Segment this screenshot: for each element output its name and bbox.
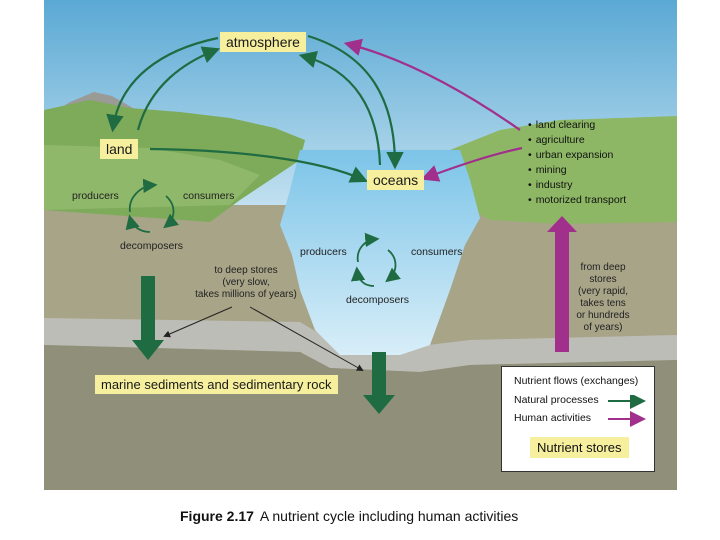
land-cycle-arrow-1 [128,178,158,213]
ocean [280,150,480,355]
legend-arrow-swatches [608,395,646,427]
land-cycle-arrow-3 [125,214,151,233]
deep-stores-rapid-note: from deep stores (very rapid, takes tens… [570,262,636,334]
deep-store-pointer-right [249,306,364,371]
arrow-oceans-to-atmosphere [298,50,382,166]
legend: Nutrient flows (exchanges) Natural proce… [501,366,655,472]
land-cycle-arrow-2 [163,195,179,229]
deep-stores-rapid-line-5: or hundreds [576,310,630,321]
ocean-consumers-label: consumers [411,246,463,258]
legend-title: Nutrient flows (exchanges) [514,375,639,387]
human-activity-item: agriculture [528,133,626,148]
land-producers-label: producers [72,190,119,202]
ocean-cycle-arrow-3 [350,266,375,287]
store-oceans: oceans [367,170,425,190]
deep-stores-slow-line-1: to deep stores [214,265,278,276]
arrow-land-to-atmosphere [136,46,221,131]
land-decomposers-label: decomposers [120,240,184,252]
human-activity-item: urban expansion [528,148,626,163]
arrow-human-to-oceans [420,146,523,182]
human-activities-list: land clearing agriculture urban expansio… [528,118,626,208]
deep-stores-slow-line-3: takes millions of years) [195,289,297,300]
legend-natural-label: Natural processes [514,394,599,406]
human-activity-item: land clearing [528,118,626,133]
deep-to-surface-arrow [547,216,577,352]
ocean-decomposers-label: decomposers [346,294,410,306]
ocean-producers-label: producers [300,246,347,258]
left-hill-front [44,145,260,210]
ocean-cycle-arrow-2 [385,249,401,283]
deep-stores-rapid-line-4: takes tens [580,298,626,309]
deep-stores-rapid-line-2: stores [589,274,617,285]
figure-title: A nutrient cycle including human activit… [259,508,519,524]
deep-store-pointer-left [163,306,233,338]
store-land: land [100,139,139,159]
legend-human-label: Human activities [514,412,592,424]
land-to-sediment-arrow [132,276,164,360]
deep-stores-rapid-line-6: of years) [583,322,623,333]
deep-stores-rapid-line-1: from deep [580,262,626,273]
ocean-to-sediment-arrow [363,352,395,414]
arrow-land-to-oceans [149,147,369,183]
store-sediments: marine sediments and sedimentary rock [95,375,338,394]
human-activity-item: mining [528,163,626,178]
arrow-atmosphere-to-land [106,36,219,133]
deep-stores-slow-note: to deep stores (very slow, takes million… [186,265,306,301]
human-activity-item: industry [528,178,626,193]
figure-caption: Figure 2.17 A nutrient cycle including hu… [180,508,518,524]
ocean-cycle-arrow-1 [356,232,380,263]
arrow-atmosphere-to-oceans [307,34,404,170]
figure-number: Figure 2.17 [180,508,254,524]
legend-store-swatch: Nutrient stores [530,437,629,458]
store-atmosphere: atmosphere [220,32,306,52]
human-activity-item: motorized transport [528,193,626,208]
deep-stores-slow-line-2: (very slow, [222,277,270,288]
land-consumers-label: consumers [183,190,235,202]
arrow-human-to-atmosphere [343,38,521,131]
deep-stores-rapid-line-3: (very rapid, [577,286,628,297]
